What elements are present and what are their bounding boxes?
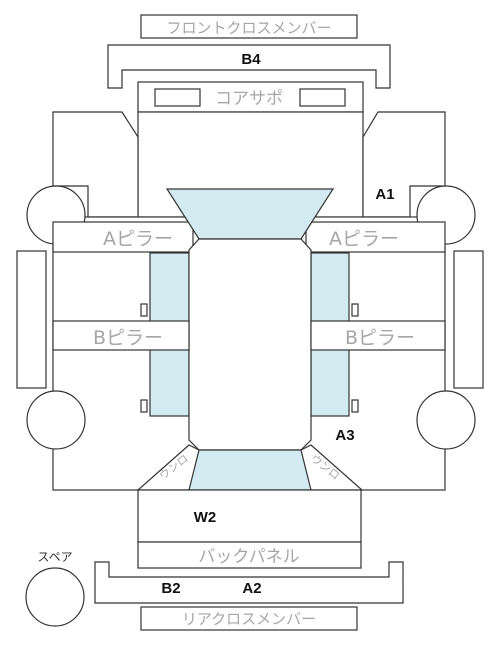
core-support-label: コアサポ <box>215 89 283 109</box>
spare-tire-label: スペア <box>37 550 72 564</box>
back-panel[interactable] <box>137 541 362 569</box>
rear-cross-member[interactable] <box>140 606 358 631</box>
rear-left-wheel <box>26 390 86 450</box>
rear-right-door-handle <box>351 399 359 413</box>
right-a-pillar-label: Aピラー <box>329 228 399 250</box>
left-a-pillar-label: Aピラー <box>103 228 173 250</box>
core-support-right-slot <box>299 88 346 107</box>
rear-bracket[interactable] <box>94 561 404 604</box>
left-b-pillar-label: Bピラー <box>93 327 163 349</box>
rear-left-door-handle <box>140 399 148 413</box>
front-left-door-handle <box>140 303 148 317</box>
right-b-pillar[interactable] <box>310 320 446 351</box>
marker-w2: W2 <box>194 509 217 526</box>
right-side-step[interactable] <box>453 250 484 389</box>
right-b-pillar-label: Bピラー <box>345 327 415 349</box>
trunk-lid[interactable] <box>137 489 362 543</box>
back-panel-label: バックパネル <box>198 547 299 567</box>
marker-a3: A3 <box>335 427 354 444</box>
rear-glass[interactable] <box>188 449 312 491</box>
right-a-pillar[interactable] <box>305 221 446 253</box>
core-support-left-slot <box>154 88 201 107</box>
marker-a2: A2 <box>242 580 261 597</box>
spare-tire[interactable] <box>25 567 85 627</box>
front-bracket[interactable] <box>107 44 391 89</box>
right-front-fender[interactable] <box>362 111 446 218</box>
front-cross-member-label: フロントクロスメンバー <box>166 19 331 37</box>
left-b-pillar[interactable] <box>52 320 190 351</box>
marker-b2: B2 <box>161 580 180 597</box>
left-a-pillar[interactable] <box>52 221 194 253</box>
rear-right-wheel <box>416 390 476 450</box>
roof[interactable] <box>188 238 312 451</box>
marker-a1: A1 <box>375 186 394 203</box>
front-cross-member[interactable] <box>140 14 358 39</box>
rear-cross-member-label: リアクロスメンバー <box>182 610 316 628</box>
left-side-step[interactable] <box>16 250 47 389</box>
front-right-door-handle <box>351 303 359 317</box>
marker-b4: B4 <box>241 51 261 68</box>
